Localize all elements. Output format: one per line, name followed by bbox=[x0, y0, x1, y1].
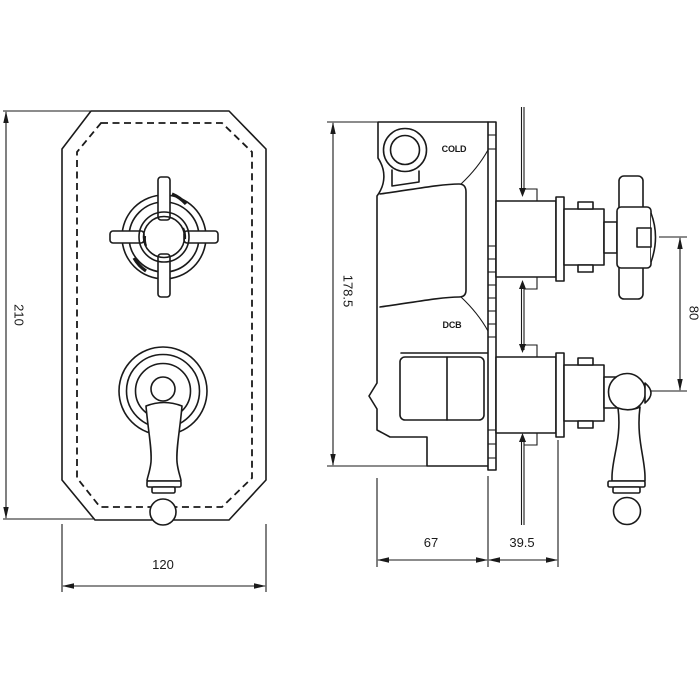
wall-bracket-2 bbox=[524, 277, 538, 290]
body-outline bbox=[368, 121, 489, 467]
side-view: COLD DCB bbox=[327, 107, 700, 567]
cartridge-tab-top bbox=[577, 357, 594, 366]
cartridge-tab-bottom bbox=[577, 264, 594, 273]
plate-curve-top bbox=[460, 149, 489, 185]
dim-39-5: 39.5 bbox=[488, 440, 559, 567]
cartridge-step bbox=[563, 364, 605, 422]
lever-body-side bbox=[611, 406, 646, 482]
cartridge-tab-bottom bbox=[577, 420, 594, 429]
lever-handle-front bbox=[118, 346, 208, 526]
cartridge-tab-top bbox=[577, 201, 594, 210]
valve-body-side: COLD DCB bbox=[368, 121, 497, 471]
dim-67: 67 bbox=[376, 476, 489, 567]
hub-detail-right bbox=[181, 227, 187, 240]
dim-67-label: 67 bbox=[424, 535, 438, 550]
diverter-cartridge-side bbox=[495, 344, 652, 526]
dim-178-5: 178.5 bbox=[327, 121, 427, 467]
lever-ball-joint bbox=[607, 372, 647, 412]
cross-hub-dome bbox=[650, 212, 657, 263]
lever-hub-cap bbox=[150, 376, 176, 402]
lever-collar-2 bbox=[151, 486, 176, 494]
plate-inner-dashed-outline bbox=[76, 122, 253, 508]
cold-label: COLD bbox=[442, 144, 467, 154]
cold-port-inner bbox=[389, 134, 421, 166]
wall-bracket-3 bbox=[524, 344, 538, 357]
cartridge-body bbox=[495, 200, 557, 278]
dim-178-5-label: 178.5 bbox=[341, 275, 356, 308]
dim-80-label: 80 bbox=[687, 306, 700, 320]
lever-ball-tip bbox=[149, 498, 177, 526]
dim-120: 120 bbox=[61, 524, 267, 592]
front-view: 210 120 bbox=[3, 110, 267, 592]
dim-210-label: 210 bbox=[12, 304, 27, 326]
lever-body bbox=[145, 401, 183, 482]
cartridge-flange bbox=[555, 352, 565, 438]
cross-handle-front bbox=[109, 176, 219, 298]
port-neck bbox=[391, 169, 420, 187]
lever-ball-tip-side bbox=[612, 496, 642, 526]
wall-line bbox=[519, 107, 526, 525]
hub-outer bbox=[138, 211, 190, 263]
handle-collar bbox=[603, 221, 618, 254]
lever-collar-1 bbox=[146, 480, 182, 488]
plate-curve-bottom bbox=[460, 296, 489, 332]
lever-collar-band-2 bbox=[612, 486, 641, 494]
dim-210: 210 bbox=[3, 110, 95, 520]
cartridge-body bbox=[495, 356, 557, 434]
spoke-top bbox=[157, 176, 171, 221]
dim-80: 80 bbox=[650, 236, 700, 392]
dial-mark-sw bbox=[132, 257, 147, 273]
thermostat-cartridge-side bbox=[495, 175, 657, 300]
union-block bbox=[399, 356, 485, 421]
plate-outline bbox=[61, 110, 267, 521]
spoke-bottom bbox=[157, 253, 171, 298]
cartridge-flange bbox=[555, 196, 565, 282]
dim-39-5-label: 39.5 bbox=[509, 535, 534, 550]
bonnet-profile bbox=[379, 183, 467, 308]
bottom-port-label: DCB bbox=[443, 320, 463, 330]
lever-ball-cap bbox=[644, 382, 652, 404]
cartridge-step bbox=[563, 208, 605, 266]
dim-120-label: 120 bbox=[152, 557, 174, 572]
hub-detail-left bbox=[143, 235, 148, 247]
wall-bracket-4 bbox=[524, 433, 538, 446]
wall-bracket-1 bbox=[524, 188, 538, 201]
lever-collar-band-1 bbox=[607, 480, 646, 488]
hub-inner bbox=[142, 215, 186, 259]
cross-hub-button bbox=[636, 227, 652, 248]
plate-edge-strip bbox=[487, 121, 497, 471]
dial-mark-ne bbox=[171, 192, 188, 206]
